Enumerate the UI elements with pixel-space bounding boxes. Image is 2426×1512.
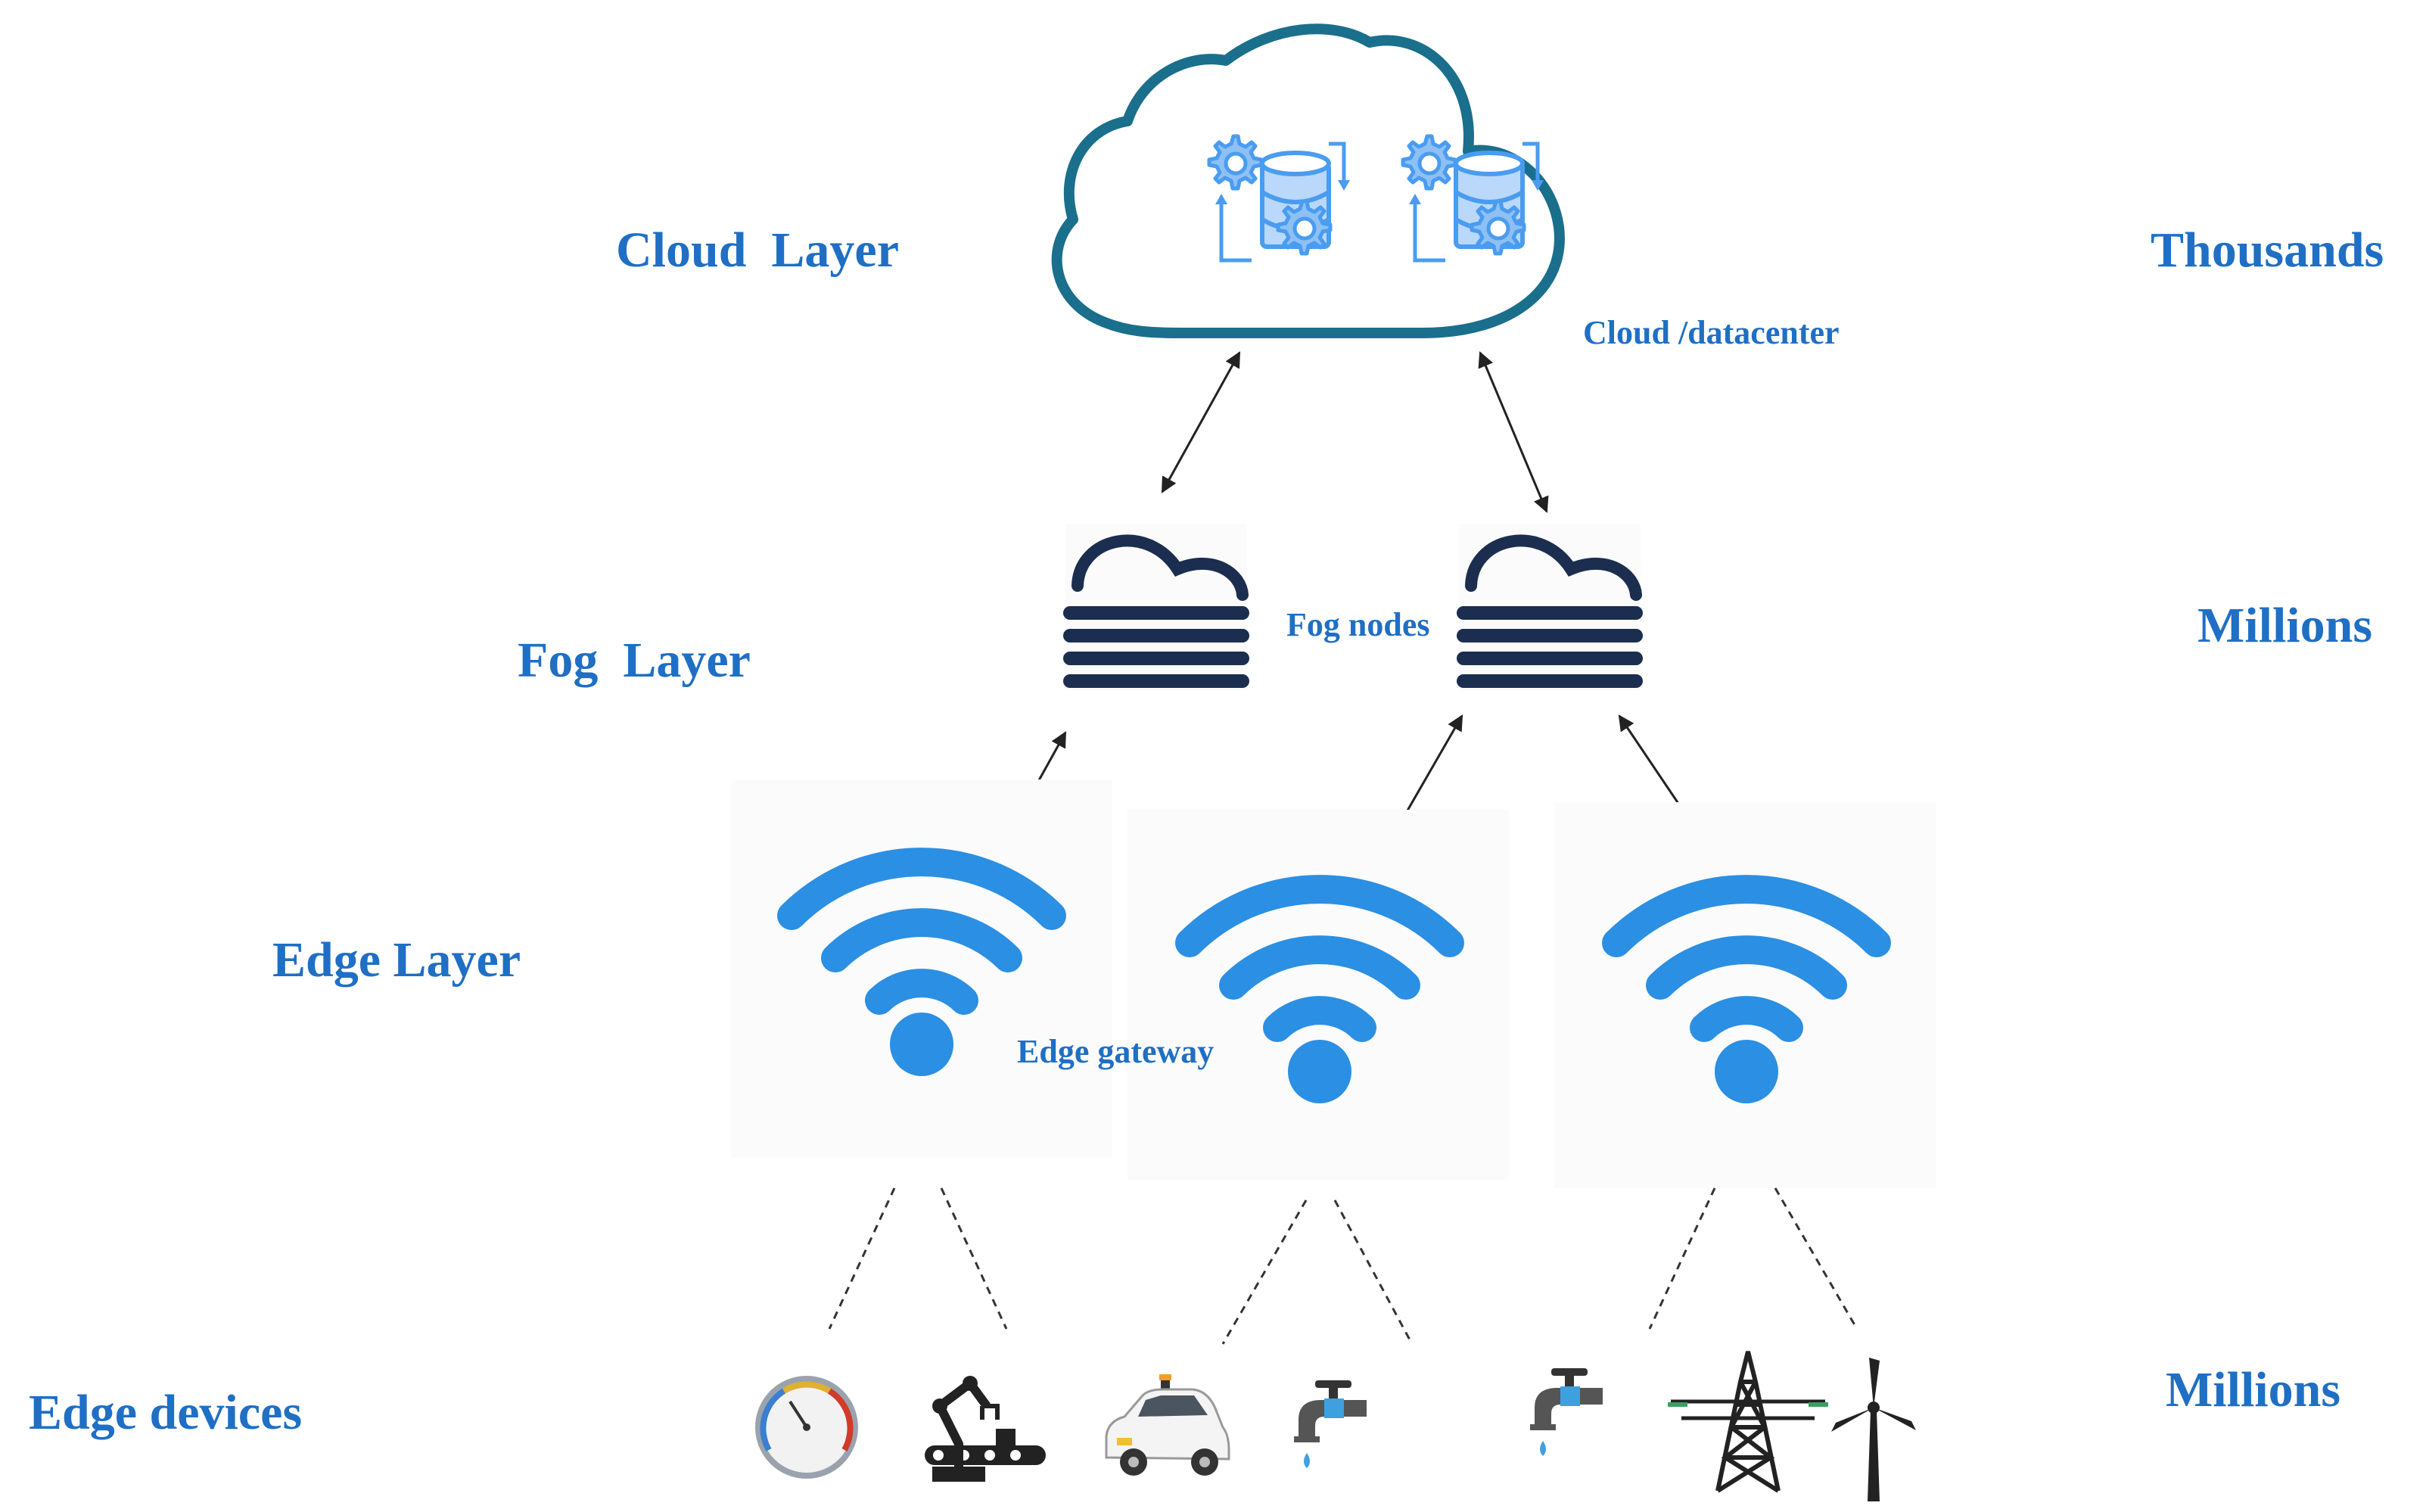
gateway-backdrop <box>731 779 1112 1158</box>
fog-count-label: Millions <box>2197 598 2372 653</box>
cloud-layer-label: Cloud Layer <box>616 222 899 278</box>
autonomous-car-icon <box>1105 1374 1230 1476</box>
cloud-fog-arrow <box>1478 351 1549 513</box>
fog-nodes-label: Fog nodes <box>1286 606 1429 643</box>
water-tap-icon <box>1530 1368 1603 1456</box>
edge-devices-label: Edge devices <box>29 1385 302 1440</box>
fog-node-icon <box>1459 524 1641 690</box>
cloud-fog-arrow <box>1161 351 1241 493</box>
edge-layer-label: Edge Layer <box>272 932 521 988</box>
devices-count-label: Millions <box>2166 1362 2340 1417</box>
edge-gateway-label: Edge gateway <box>1017 1033 1214 1070</box>
fog-node-icon <box>1065 524 1247 690</box>
cloud-datacenter-label: Cloud /datacenter <box>1583 314 1840 351</box>
gauge-icon <box>755 1376 858 1479</box>
device-connection-lines <box>828 1187 1858 1345</box>
wind-turbine-icon <box>1831 1358 1916 1501</box>
fog-layer-label: Fog Layer <box>518 633 751 688</box>
gateway-backdrop <box>1554 802 1936 1188</box>
water-tap-icon <box>1294 1380 1367 1468</box>
cloud-count-label: Thousands <box>2151 222 2384 278</box>
gateway-backdrop <box>1127 810 1509 1181</box>
robotic-arm-icon <box>925 1376 1046 1482</box>
cloud-datacenter-node <box>1051 23 1565 338</box>
power-pylon-icon <box>1668 1351 1828 1493</box>
